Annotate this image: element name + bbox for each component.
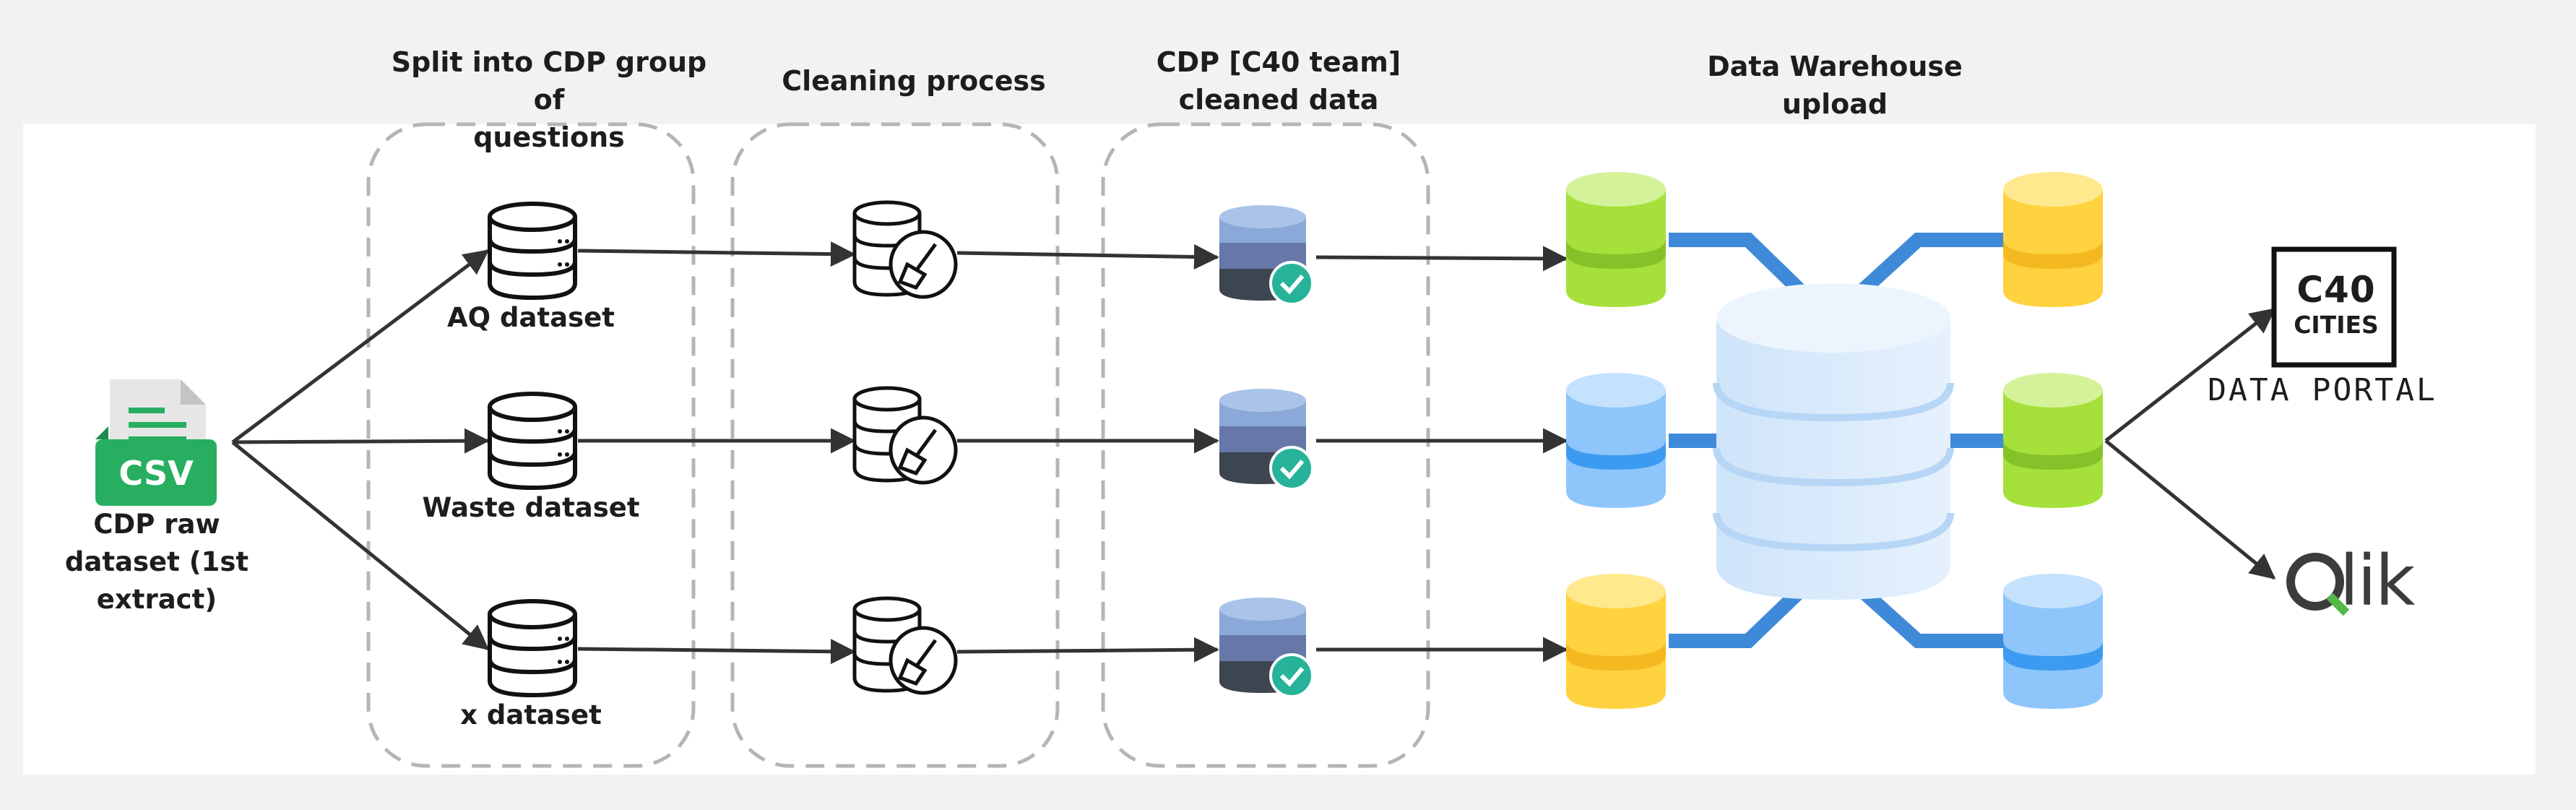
data-portal-label: DATA PORTAL (2208, 372, 2437, 408)
arrow-to-c40 (2104, 308, 2276, 442)
dataset-label-x: x dataset (460, 699, 602, 731)
csv-badge-text: CSV (118, 454, 194, 493)
blue-db-icon-left (1566, 373, 1666, 508)
database-icon-x (488, 599, 577, 698)
arrow-source-to-x (231, 441, 490, 650)
source-label: CDP raw dataset (1st extract) (64, 509, 249, 615)
stage-title-cleaning: Cleaning process (782, 65, 1046, 97)
database-cleaning-icon-2 (852, 386, 958, 485)
yellow-db-icon-left (1566, 574, 1666, 709)
cleaning-icons (852, 200, 958, 695)
data-warehouse-icon (1713, 283, 1954, 600)
c40-logo-subtext: CITIES (2294, 311, 2379, 339)
database-icon-waste (488, 392, 577, 491)
c40-logo (2271, 246, 2397, 368)
flow-arrows (231, 241, 2276, 665)
arrow-x-to-clean (577, 639, 856, 665)
stage-title-cleaned: CDP [C40 team] cleaned data (1156, 46, 1401, 116)
dataset-label-aq: AQ dataset (447, 302, 615, 333)
arrow-to-qlik (2104, 439, 2276, 580)
arrow-cleaned-to-wh-1 (1315, 246, 1568, 272)
stage-box-cleaned (1101, 122, 1430, 768)
green-db-icon-right (2003, 373, 2103, 508)
stage-title-warehouse: Data Warehouse upload (1707, 51, 1963, 120)
blue-db-icon-right (2003, 574, 2103, 709)
warehouse-cylinders (1566, 172, 2103, 709)
database-check-icon-3 (1219, 598, 1314, 698)
yellow-db-icon-right (2003, 172, 2103, 307)
arrow-source-to-aq (231, 249, 490, 444)
qlik-logo-mark (2286, 553, 2350, 616)
green-db-icon-left (1566, 172, 1666, 307)
arrow-clean-to-cleaned-3 (956, 637, 1219, 663)
stage-title-split: Split into CDP group of questions (391, 46, 707, 153)
database-cleaning-icon-3 (852, 596, 958, 695)
database-cleaning-icon-1 (852, 200, 958, 299)
database-check-icon-1 (1219, 205, 1314, 306)
dataset-icons (488, 202, 577, 698)
database-check-icon-2 (1219, 389, 1314, 491)
qlik-logo-text: Qlik (2339, 540, 2416, 621)
warehouse-pipes (1669, 233, 2005, 648)
stage-box-cleaning (730, 122, 1060, 768)
arrow-source-to-waste (232, 428, 490, 454)
database-icon-aq (488, 202, 577, 301)
stage-box-split (366, 122, 696, 768)
arrow-clean-to-cleaned-1 (956, 244, 1219, 270)
cleaned-icons (1219, 205, 1314, 698)
csv-file-icon (95, 379, 217, 506)
c40-logo-text: C40 (2296, 269, 2376, 311)
arrow-aq-to-clean (577, 241, 856, 267)
dataset-label-waste: Waste dataset (422, 492, 640, 523)
